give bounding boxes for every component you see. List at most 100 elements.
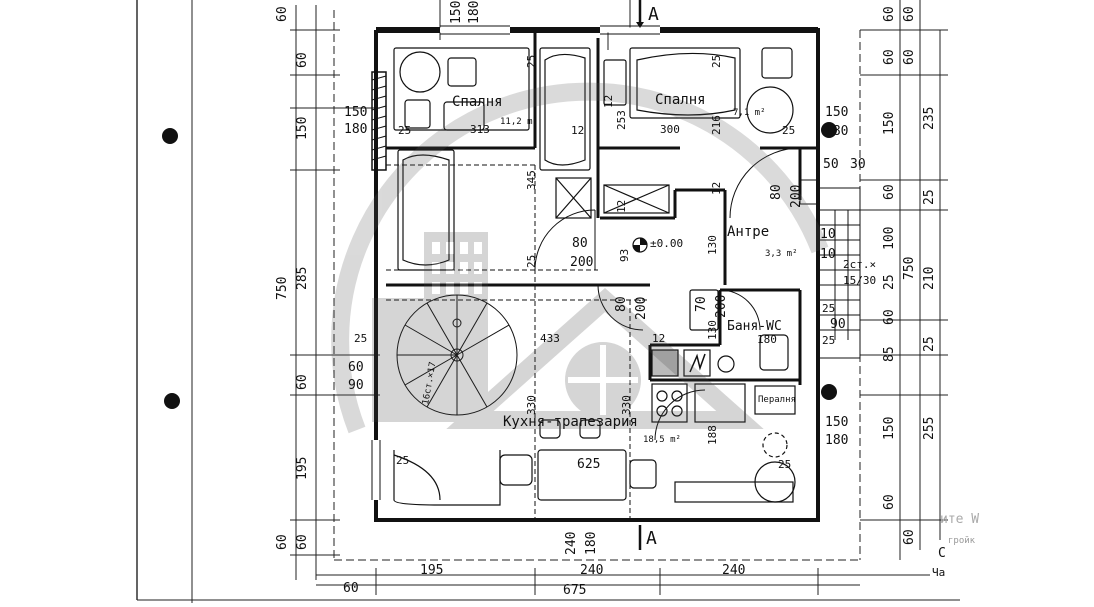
table-length: 625	[577, 457, 600, 472]
section-mark-top: A	[648, 4, 659, 25]
level-mark: ±0.00	[650, 237, 683, 250]
dim-text: 25	[922, 336, 937, 352]
dim-text: 150	[882, 417, 897, 440]
dim-text: 12	[652, 332, 665, 345]
dim-text: 25	[710, 55, 723, 68]
dim-text: 80	[572, 236, 588, 251]
dim-text: 180	[825, 124, 848, 139]
stamp-ch: Ча	[932, 566, 945, 579]
room-name-bedroom-left: Спалня	[452, 94, 503, 110]
dim-text: 216	[710, 115, 723, 135]
room-area-kitchen: 18,5 m²	[643, 435, 681, 445]
dim-text: 150	[825, 415, 848, 430]
dim-text: 60	[343, 581, 359, 596]
dim-text: 150	[295, 117, 310, 140]
room-name-kitchen: Кухня-трапезария	[503, 414, 638, 430]
room-width-bath: 180	[757, 333, 777, 346]
dim-text: 180	[344, 122, 367, 137]
dim-text: 60	[882, 494, 897, 510]
dim-text: 10	[820, 247, 836, 262]
dim-text: 10	[820, 227, 836, 242]
dim-text: 180	[467, 1, 482, 24]
dim-text: 60	[295, 52, 310, 68]
dim-text: 60	[882, 49, 897, 65]
dim-text: 195	[420, 563, 443, 578]
dim-text: 50	[823, 157, 839, 172]
dim-text: 188	[706, 425, 719, 445]
laundry-label: Пералня	[758, 395, 796, 405]
dim-text: 60	[902, 6, 917, 22]
ext-stair-label: 2ст.×	[843, 258, 876, 271]
dim-text: 60	[295, 534, 310, 550]
dim-text: 30	[850, 157, 866, 172]
dim-text: 100	[882, 227, 897, 250]
dim-text: 330	[525, 395, 538, 415]
dim-text: 12	[602, 95, 615, 108]
dim-text: 60	[295, 374, 310, 390]
dim-text: 200	[570, 255, 593, 270]
dim-text: 25	[782, 124, 795, 137]
dim-text: 150	[882, 112, 897, 135]
dim-text: 25	[822, 334, 835, 347]
dim-text: 25	[882, 274, 897, 290]
dim-text: 12	[571, 124, 584, 137]
dim-text: 240	[580, 563, 603, 578]
dim-text: 60	[275, 6, 290, 22]
dim-text: 255	[922, 417, 937, 440]
room-name-hall: Антре	[727, 224, 769, 240]
dim-text: 150	[344, 105, 367, 120]
watermark-text: ите W	[940, 512, 979, 527]
dim-text: 750	[902, 257, 917, 280]
dim-text: 25	[396, 454, 409, 467]
dim-text: 150	[825, 105, 848, 120]
dim-text: 130	[706, 320, 719, 340]
dim-text: 60	[348, 360, 364, 375]
dim-text: 93	[618, 249, 631, 262]
dim-text: 70	[694, 296, 709, 312]
dim-text: 12	[710, 182, 723, 195]
dim-text: 60	[902, 49, 917, 65]
dim-text: 60	[275, 534, 290, 550]
dim-text: 330	[620, 395, 633, 415]
dim-text: 85	[882, 346, 897, 362]
watermark-logo	[331, 82, 829, 434]
stamp-c: С	[938, 546, 946, 561]
dim-text: 433	[540, 332, 560, 345]
dim-text: 25	[525, 255, 538, 268]
dim-text: 60	[882, 6, 897, 22]
punch-hole	[162, 128, 178, 144]
dim-text: 210	[922, 267, 937, 290]
room-area-hall: 3,3 m²	[765, 249, 798, 259]
dim-text: 25	[525, 55, 538, 68]
dim-text: 200	[634, 297, 649, 320]
dim-text: 200	[789, 185, 804, 208]
dim-text: 200	[714, 295, 729, 318]
dim-text: 25	[922, 189, 937, 205]
dim-text: 60	[882, 184, 897, 200]
dim-text: 180	[584, 532, 599, 555]
dim-text: 90	[830, 317, 846, 332]
dim-text: 25	[778, 458, 791, 471]
room-area-bedroom-right: 7,1 m²	[733, 108, 766, 118]
room-name-bedroom-right: Спалня	[655, 92, 706, 108]
punch-hole	[821, 122, 837, 138]
dim-text: 195	[295, 457, 310, 480]
dim-text: 240	[564, 532, 579, 555]
ext-stair-label-2: 15/30	[843, 274, 876, 287]
room-area-bedroom-left: 11,2 m²	[500, 117, 538, 127]
dim-text: 345	[525, 170, 538, 190]
punch-hole	[164, 393, 180, 409]
watermark-text-2: гройк	[948, 536, 976, 546]
dim-text: 253	[615, 110, 628, 130]
room-width-bedroom-left: 313	[470, 123, 490, 136]
dim-text: 90	[348, 378, 364, 393]
dim-text: 60	[902, 529, 917, 545]
dim-text: 130	[706, 235, 719, 255]
dim-text: 12	[615, 200, 628, 213]
dim-text: 25	[354, 332, 367, 345]
punch-hole	[821, 384, 837, 400]
dim-text: 285	[295, 267, 310, 290]
dim-text: 60	[882, 309, 897, 325]
